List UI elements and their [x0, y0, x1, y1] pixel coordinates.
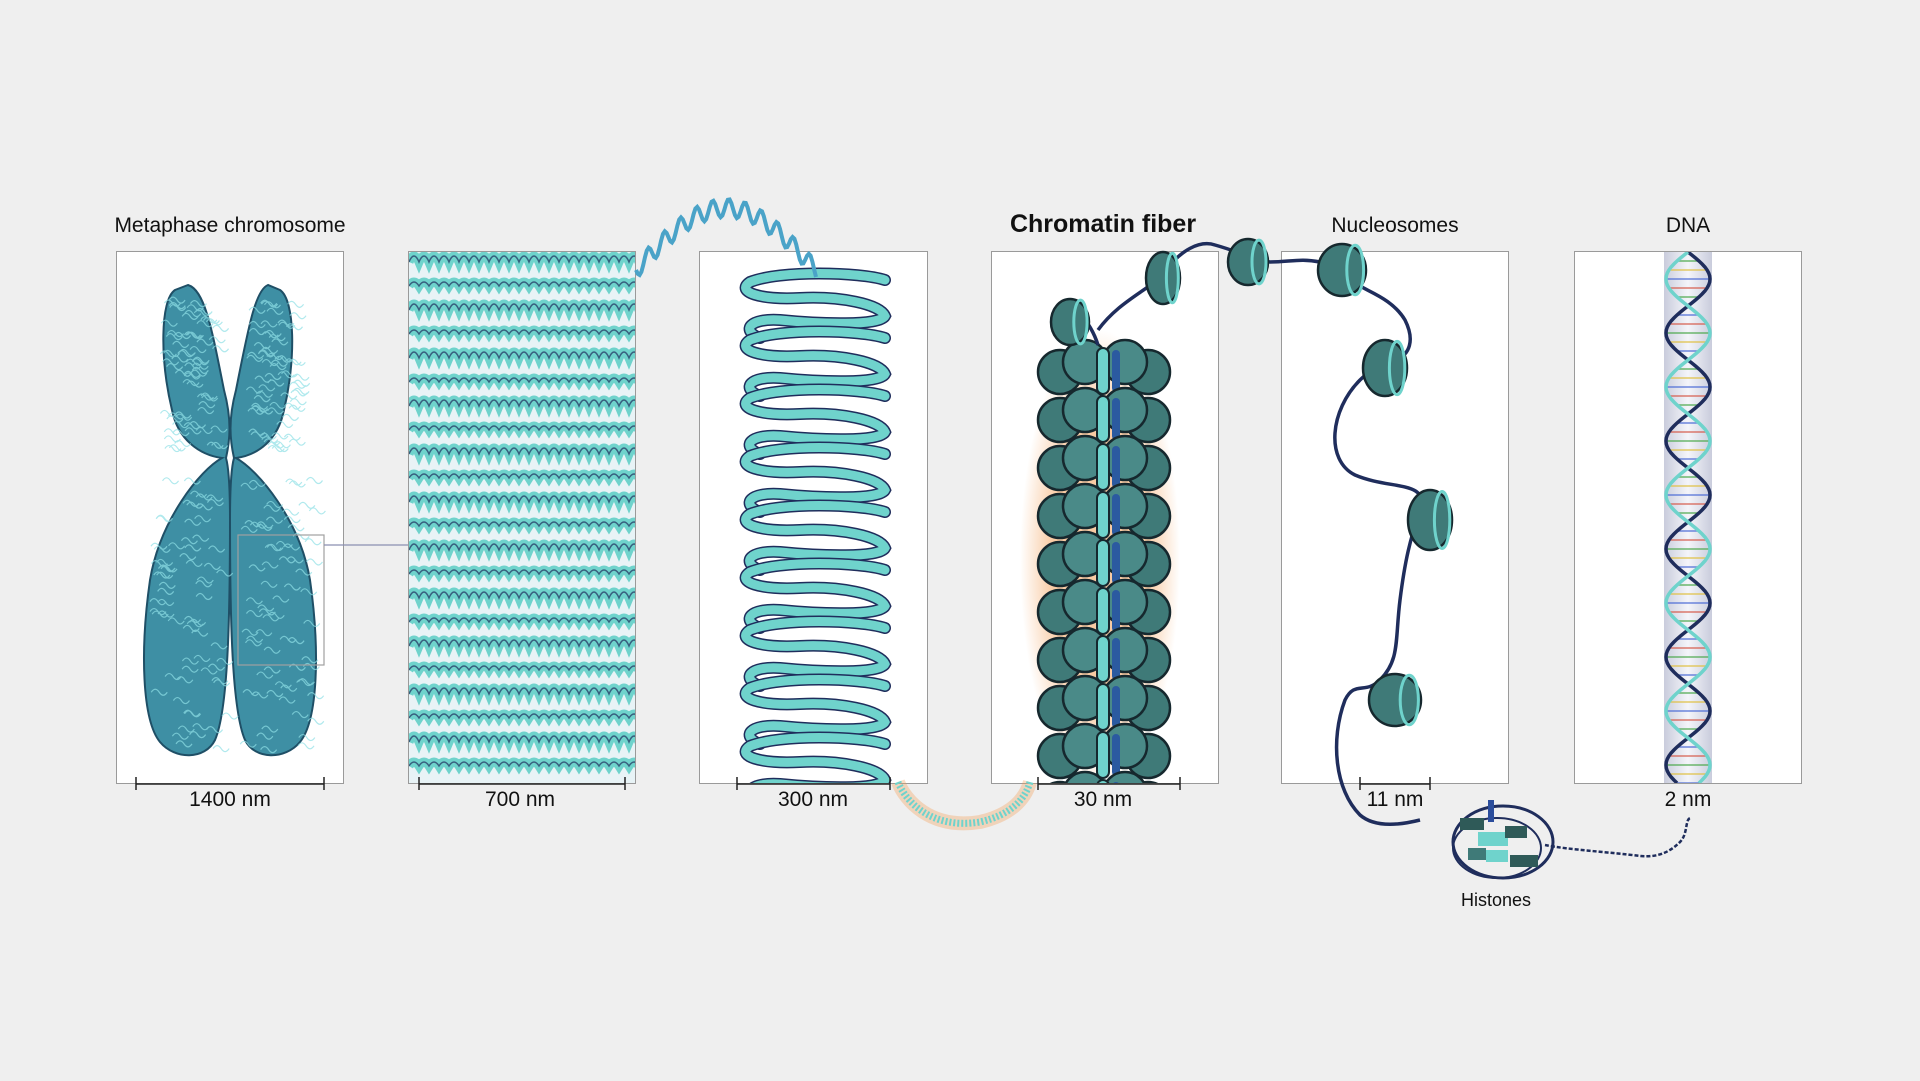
dna-double-helix	[1664, 252, 1712, 783]
looped-domains-300nm	[739, 267, 892, 783]
scale-label-11nm: 11 nm	[1366, 788, 1424, 811]
scale-label-700nm: 700 nm	[484, 788, 556, 811]
scale-label-2nm: 2 nm	[1664, 788, 1712, 811]
coiled-connector-top	[634, 197, 818, 278]
page-title: Chromatin fiber	[1009, 210, 1197, 238]
label-metaphase-chromosome: Metaphase chromosome	[114, 214, 346, 237]
label-histones: Histones	[1460, 890, 1532, 910]
nucleosome-discs	[1049, 237, 1454, 728]
condensed-loops-700nm	[409, 252, 635, 783]
scale-label-30nm: 30 nm	[1073, 788, 1133, 811]
scale-label-300nm: 300 nm	[777, 788, 849, 811]
label-nucleosomes: Nucleosomes	[1331, 214, 1459, 237]
metaphase-chromosome	[143, 283, 408, 757]
histone-callout	[1451, 800, 1691, 880]
scale-label-1400nm: 1400 nm	[189, 788, 271, 811]
chromatin-fiber-30nm	[1020, 330, 1180, 783]
scale-bars	[135, 777, 1431, 790]
label-dna: DNA	[1665, 214, 1711, 237]
